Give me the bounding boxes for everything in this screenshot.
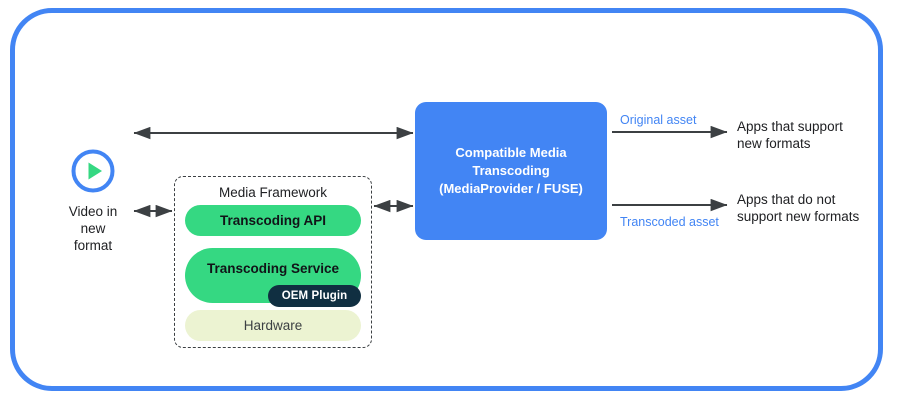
- transcoding-api-label: Transcoding API: [219, 213, 327, 228]
- apps-not-supporting-new-formats-label: Apps that do not support new formats: [737, 192, 860, 224]
- video-source-label: Video in new format: [68, 204, 118, 253]
- oem-plugin-label: OEM Plugin: [281, 290, 348, 302]
- media-framework-title: Media Framework: [218, 185, 328, 200]
- media-framework-group: [174, 176, 372, 348]
- compatible-media-transcoding-block[interactable]: Compatible Media Transcoding (MediaProvi…: [415, 102, 607, 240]
- oem-plugin-badge[interactable]: OEM Plugin: [268, 285, 361, 307]
- hardware-label: Hardware: [243, 318, 303, 333]
- hardware-block[interactable]: Hardware: [185, 310, 361, 341]
- original-asset-label: Original asset: [620, 113, 697, 127]
- transcoding-service-label: Transcoding Service: [206, 261, 340, 276]
- transcoding-api-block[interactable]: Transcoding API: [185, 205, 361, 236]
- compatible-media-transcoding-label: Compatible Media Transcoding (MediaProvi…: [439, 145, 583, 196]
- play-circle-icon: [70, 148, 116, 194]
- transcoded-asset-label: Transcoded asset: [620, 215, 719, 229]
- apps-supporting-new-formats-label: Apps that support new formats: [737, 119, 843, 151]
